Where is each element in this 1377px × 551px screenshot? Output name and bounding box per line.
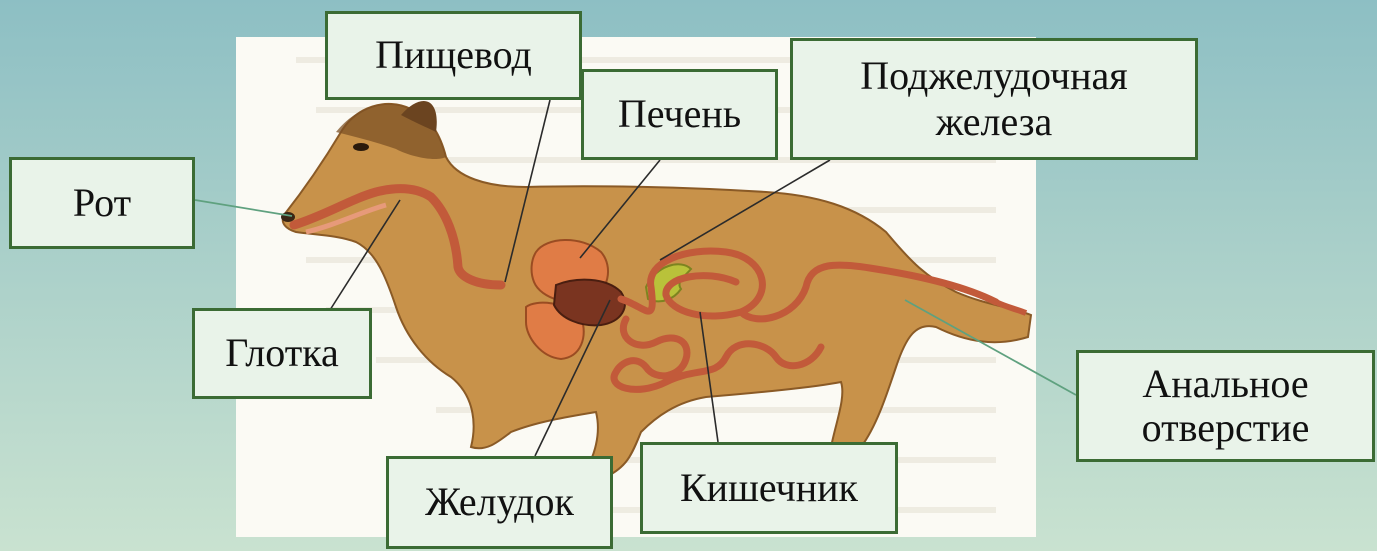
stomach-label-text: Желудок [425,480,574,525]
intestine-label: Кишечник [640,442,898,534]
pharynx-label-text: Глотка [225,331,339,376]
anus-label-text: Анальное отверстие [1111,362,1341,450]
mouth-label: Рот [9,157,195,249]
liver-leader-line [580,160,660,258]
liver-label-text: Печень [618,92,741,137]
intestine-leader-line [700,312,718,442]
esophagus-label-text: Пищевод [375,33,532,78]
mouth-label-text: Рот [73,181,131,226]
stomach-leader-line [535,300,610,456]
anus-leader-line [905,300,1076,395]
anus-label: Анальное отверстие [1076,350,1375,462]
pancreas-label: Поджелудочная железа [790,38,1198,160]
liver-label: Печень [581,69,778,160]
esophagus-leader-line [505,100,550,282]
stomach-label: Желудок [386,456,613,549]
pharynx-label: Глотка [192,308,372,399]
intestine-label-text: Кишечник [680,466,858,511]
pancreas-label-text: Поджелудочная железа [814,53,1174,145]
pancreas-leader-line [660,160,830,260]
esophagus-label: Пищевод [325,11,582,100]
mouth-leader-line [195,200,292,216]
pharynx-leader-line [330,200,400,310]
